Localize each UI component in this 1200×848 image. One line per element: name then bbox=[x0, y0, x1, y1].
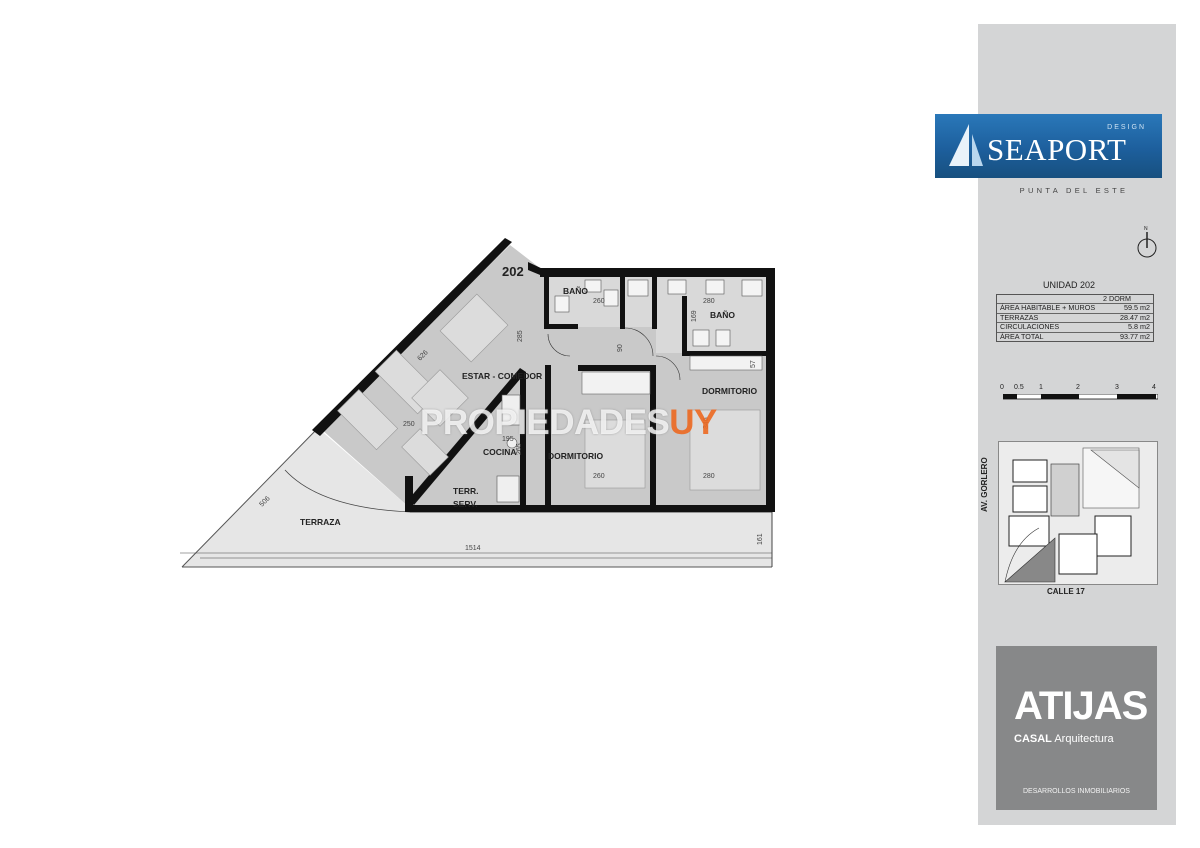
bottom-wall bbox=[405, 505, 775, 512]
area-table-row: TERRAZAS 28.47 m2 bbox=[997, 312, 1153, 322]
area-table-row: CIRCULACIONES 5.8 m2 bbox=[997, 322, 1153, 331]
watermark: PROPIEDADESUY bbox=[420, 403, 717, 443]
seaport-logo: DESIGN SEAPORT bbox=[935, 114, 1162, 178]
dim-260: 260 bbox=[593, 473, 605, 480]
area-label: ÁREA HABITABLE + MUROS bbox=[1000, 303, 1096, 313]
site-plan-drawing bbox=[999, 442, 1157, 584]
area-value: 93.77 m2 bbox=[1120, 331, 1150, 341]
arquitectura-text: Arquitectura bbox=[1054, 733, 1114, 745]
room-label-bedroom-1: DORMITORIO bbox=[548, 451, 603, 461]
bedroom1-left-wall bbox=[545, 365, 551, 508]
scale-label: 3 bbox=[1115, 384, 1119, 391]
street-label-calle-17: CALLE 17 bbox=[1047, 587, 1085, 596]
room-label-bath-2: BAÑO bbox=[710, 310, 735, 320]
dim-250: 250 bbox=[403, 421, 415, 428]
developer-casal: CASAL Arquitectura bbox=[1014, 733, 1114, 745]
floor-plan: 626 285 250 195 265 260 280 90 169 57 34… bbox=[180, 238, 775, 568]
site-plan bbox=[998, 441, 1158, 585]
bath1-bottom-wall bbox=[544, 324, 578, 329]
bath2-left-wall bbox=[682, 296, 687, 356]
dim-346: 346 bbox=[703, 417, 710, 429]
area-label: CIRCULACIONES bbox=[1000, 322, 1060, 332]
closet-furniture bbox=[581, 355, 763, 395]
terrace-outline bbox=[181, 427, 319, 568]
left-wall-stub bbox=[405, 476, 413, 510]
dim-1514: 1514 bbox=[465, 545, 481, 552]
area-table-type-row: 2 DORM bbox=[997, 294, 1153, 303]
scale-label: 0.5 bbox=[1014, 384, 1024, 391]
casal-text: CASAL bbox=[1014, 733, 1052, 745]
area-value: 5.8 m2 bbox=[1128, 322, 1150, 332]
shaft-wall bbox=[652, 277, 657, 329]
area-value: 28.47 m2 bbox=[1120, 312, 1150, 322]
area-value: 59.5 m2 bbox=[1124, 303, 1150, 313]
dim-280-bath: 280 bbox=[703, 298, 715, 305]
bed-furniture bbox=[584, 409, 761, 491]
dim-280: 280 bbox=[703, 473, 715, 480]
dim-57: 57 bbox=[750, 360, 757, 368]
kitchen-wall bbox=[520, 372, 526, 507]
bath2-bottom-wall bbox=[682, 351, 766, 356]
room-label-bedroom-2: DORMITORIO bbox=[702, 386, 757, 396]
bath-fixtures bbox=[554, 279, 763, 347]
right-wall bbox=[766, 268, 775, 512]
room-label-service-terrace-2: SERV. bbox=[453, 499, 478, 509]
closet-top-wall bbox=[578, 365, 656, 371]
scale-label: 1 bbox=[1039, 384, 1043, 391]
area-label: TERRAZAS bbox=[1000, 312, 1039, 322]
area-label: ÁREA TOTAL bbox=[1000, 331, 1044, 341]
dim-161: 161 bbox=[757, 533, 764, 545]
location-text: PUNTA DEL ESTE bbox=[1019, 186, 1129, 195]
dim-90: 90 bbox=[617, 344, 624, 352]
room-label-service-terrace-1: TERR. bbox=[453, 486, 479, 496]
developer-name: ATIJAS bbox=[1014, 684, 1148, 728]
door-swings bbox=[547, 327, 681, 381]
room-label-terrace: TERRAZA bbox=[300, 517, 341, 527]
unit-type: 2 DORM bbox=[1103, 294, 1131, 303]
diagonal-wall bbox=[312, 238, 512, 436]
bath1-right-wall bbox=[620, 277, 625, 329]
top-wall bbox=[540, 268, 775, 277]
area-table-row: ÁREA HABITABLE + MUROS 59.5 m2 bbox=[997, 303, 1153, 312]
entry-wall bbox=[528, 262, 545, 277]
developer-tagline: DESARROLLOS INMOBILIARIOS bbox=[1023, 788, 1130, 795]
area-table: 2 DORM ÁREA HABITABLE + MUROS 59.5 m2 TER… bbox=[996, 294, 1154, 343]
dim-285: 285 bbox=[517, 330, 524, 342]
dim-169: 169 bbox=[691, 310, 698, 322]
scale-label: 0 bbox=[1000, 384, 1004, 391]
logo-name-text: SEAPORT bbox=[987, 132, 1127, 167]
scale-label: 4 bbox=[1152, 384, 1156, 391]
room-label-living: ESTAR - COMEDOR bbox=[462, 371, 542, 381]
area-table-row: ÁREA TOTAL 93.77 m2 bbox=[997, 331, 1153, 341]
unit-title: UNIDAD 202 bbox=[1043, 280, 1096, 290]
scale-bar bbox=[1003, 394, 1158, 400]
terrace-floor bbox=[182, 428, 772, 567]
dim-265: 265 bbox=[516, 443, 523, 455]
unit-number-label: 202 bbox=[502, 264, 524, 279]
bedroom-divider-wall bbox=[650, 365, 656, 508]
developer-logo: ATIJAS CASAL Arquitectura DESARROLLOS IN… bbox=[996, 646, 1157, 810]
street-label-gorlero: AV. GORLERO bbox=[980, 457, 989, 512]
scale-label: 2 bbox=[1076, 384, 1080, 391]
kitchen-fixtures bbox=[496, 394, 521, 503]
watermark-main: PROPIEDADES bbox=[420, 403, 670, 442]
sail-icon bbox=[949, 124, 983, 166]
watermark-suffix: UY bbox=[669, 403, 717, 442]
logo-design-text: DESIGN bbox=[1107, 124, 1146, 131]
compass-north-label: N bbox=[1144, 226, 1148, 232]
living-furniture bbox=[337, 293, 509, 476]
room-label-bath-1: BAÑO bbox=[563, 286, 588, 296]
bath1-left-wall bbox=[544, 277, 549, 329]
dim-195: 195 bbox=[502, 436, 514, 443]
dim-260-bath: 260 bbox=[593, 298, 605, 305]
compass-icon: N bbox=[1137, 226, 1157, 258]
terrace-arc bbox=[284, 469, 411, 513]
kitchen-diag-wall bbox=[408, 368, 526, 505]
room-label-kitchen: COCINA bbox=[483, 447, 517, 457]
